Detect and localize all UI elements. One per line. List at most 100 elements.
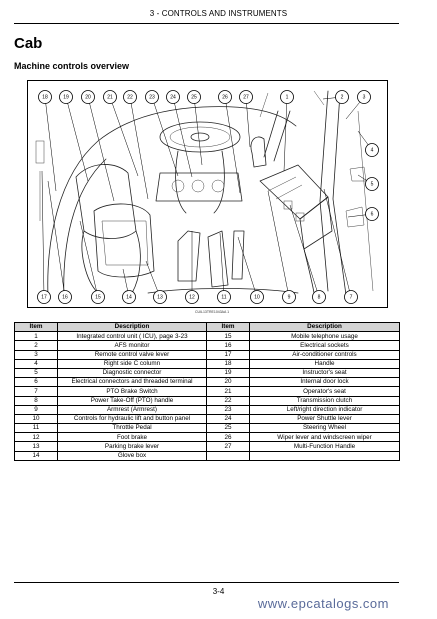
item-description-cell: Electrical sockets xyxy=(249,340,400,351)
svg-text:9: 9 xyxy=(288,294,291,300)
item-number-cell xyxy=(206,450,250,461)
watermark-text: www.epcatalogs.com xyxy=(257,596,389,611)
item-number-cell: 22 xyxy=(206,395,250,406)
item-number-cell: 21 xyxy=(206,386,250,397)
callout-leader-line xyxy=(65,96,89,182)
item-description-cell: Left/right direction indicator xyxy=(249,404,400,415)
item-number-cell: 6 xyxy=(14,377,58,388)
subsection-title: Machine controls overview xyxy=(14,61,130,71)
callout-16: 16 xyxy=(58,290,72,304)
callout-leader-line xyxy=(245,96,251,148)
item-description-cell: Throttle Pedal xyxy=(57,423,207,434)
callout-9: 9 xyxy=(282,290,296,304)
callout-5: 5 xyxy=(365,177,379,191)
svg-text:18: 18 xyxy=(42,94,48,100)
item-number-cell: 18 xyxy=(206,358,250,369)
callout-leader-line xyxy=(283,96,288,172)
svg-text:21: 21 xyxy=(107,94,113,100)
item-description-cell: Glove box xyxy=(57,450,207,461)
header-item: Item xyxy=(206,321,250,333)
item-description-cell: Multi-Function Handle xyxy=(249,441,400,452)
item-description-cell: Wiper lever and windscreen wiper xyxy=(249,432,400,443)
item-number-cell: 15 xyxy=(206,331,250,342)
item-description-cell: Right side C column xyxy=(57,358,207,369)
svg-text:5: 5 xyxy=(371,181,374,187)
item-number-cell: 4 xyxy=(14,358,58,369)
callout-leader-line xyxy=(41,170,45,298)
callout-19: 19 xyxy=(59,90,73,104)
item-description-cell: Armrest (Armrest) xyxy=(57,404,207,415)
item-description-cell: Diagnostic connector xyxy=(57,367,207,379)
svg-text:22: 22 xyxy=(127,94,133,100)
callout-leader-line xyxy=(129,96,149,200)
callout-leader-line xyxy=(323,188,352,298)
item-description-cell: Remote control valve lever xyxy=(57,349,207,360)
callout-leader-line xyxy=(109,96,139,177)
item-description-cell: Steering Wheel xyxy=(249,423,400,434)
callout-15: 15 xyxy=(91,290,105,304)
item-description-cell: Integrated control unit ( ICU), page 3-2… xyxy=(57,331,207,342)
callout-leader-line xyxy=(289,204,320,298)
callout-leaders xyxy=(41,96,373,298)
callout-10: 10 xyxy=(250,290,264,304)
svg-text:20: 20 xyxy=(85,94,91,100)
svg-text:6: 6 xyxy=(371,211,374,217)
callout-leader-line xyxy=(44,96,57,192)
item-number-cell: 17 xyxy=(206,349,250,360)
svg-text:4: 4 xyxy=(371,147,374,153)
header-rule xyxy=(14,23,399,24)
callout-27: 27 xyxy=(239,90,253,104)
svg-text:14: 14 xyxy=(126,294,132,300)
header-description: Description xyxy=(57,321,207,333)
section-title: Cab xyxy=(14,35,43,52)
item-number-cell: 8 xyxy=(14,395,58,406)
item-number-cell: 25 xyxy=(206,423,250,434)
callout-21: 21 xyxy=(103,90,117,104)
callout-leader-line xyxy=(193,96,203,166)
callout-11: 11 xyxy=(217,290,231,304)
svg-text:12: 12 xyxy=(189,294,195,300)
callout-leader-line xyxy=(237,236,258,298)
callout-leader-line xyxy=(87,96,115,202)
item-description-cell: Mobile telephone usage xyxy=(249,331,400,342)
svg-text:7: 7 xyxy=(350,294,353,300)
svg-text:19: 19 xyxy=(63,94,69,100)
item-number-cell: 23 xyxy=(206,404,250,415)
item-description-cell: Operator's seat xyxy=(249,386,400,397)
callout-22: 22 xyxy=(123,90,137,104)
item-number-cell: 7 xyxy=(14,386,58,397)
callout-leader-line xyxy=(47,180,66,298)
svg-text:8: 8 xyxy=(318,294,321,300)
svg-text:27: 27 xyxy=(243,94,249,100)
callout-leader-line xyxy=(79,220,99,298)
svg-text:15: 15 xyxy=(95,294,101,300)
callout-24: 24 xyxy=(166,90,180,104)
item-number-cell: 12 xyxy=(14,432,58,443)
callout-2: 2 xyxy=(335,90,349,104)
item-description-cell: Foot brake xyxy=(57,432,207,443)
callout-leader-line xyxy=(219,232,225,298)
item-number-cell: 16 xyxy=(206,340,250,351)
item-number-cell: 3 xyxy=(14,349,58,360)
item-description-cell: Parking brake lever xyxy=(57,441,207,452)
header-item: Item xyxy=(14,321,58,333)
item-description-cell: AFS monitor xyxy=(57,340,207,351)
item-number-cell: 1 xyxy=(14,331,58,342)
svg-text:23: 23 xyxy=(149,94,155,100)
svg-text:1: 1 xyxy=(286,94,289,100)
callout-14: 14 xyxy=(122,290,136,304)
callout-12: 12 xyxy=(185,290,199,304)
item-description-cell: Power Shuttle lever xyxy=(249,413,400,425)
item-number-cell: 14 xyxy=(14,450,58,461)
